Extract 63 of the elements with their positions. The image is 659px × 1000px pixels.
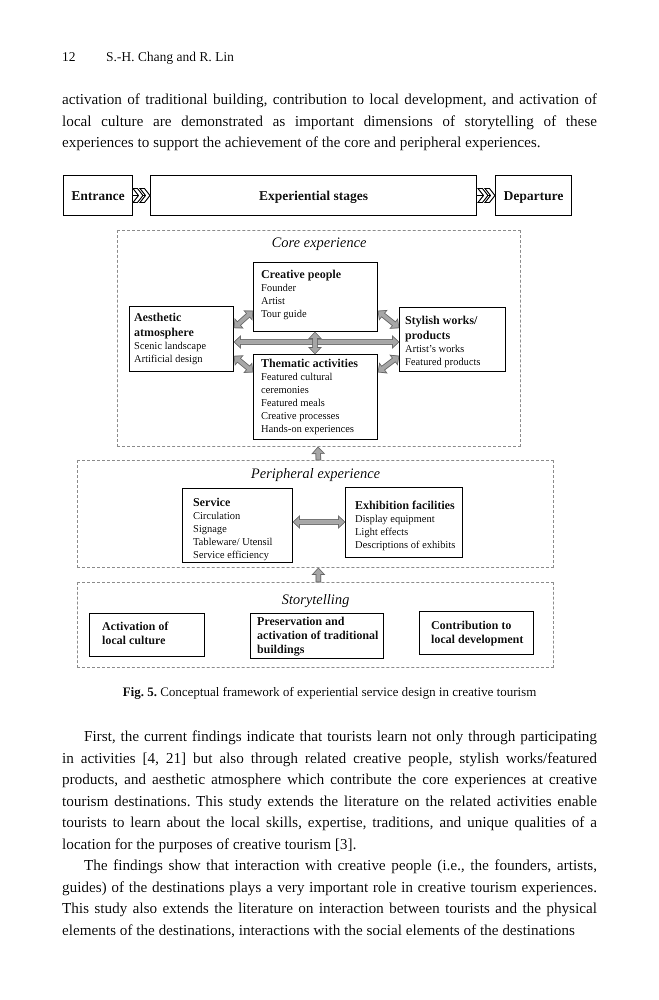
- list-item: Featured products: [405, 356, 482, 369]
- list-item: Creative processes: [261, 410, 340, 423]
- stage-box: [495, 175, 572, 216]
- box-heading: Creative people: [261, 267, 342, 282]
- box-label: Activation of local culture: [102, 619, 170, 647]
- list-item: Scenic landscape: [134, 340, 208, 353]
- stage-label: Experiential stages: [258, 187, 368, 204]
- double-arrow: [234, 310, 254, 328]
- box-heading: Stylish works/ products: [405, 313, 478, 343]
- running-head: S.-H. Chang and R. Lin: [106, 48, 234, 66]
- double-arrow: [308, 331, 322, 355]
- double-arrow: [377, 310, 400, 329]
- group-title: Peripheral experience: [250, 465, 380, 483]
- category-box: [253, 354, 378, 440]
- box-heading: Exhibition facilities: [355, 498, 456, 513]
- list-item: Tour guide: [261, 308, 308, 321]
- list-item: Featured meals: [261, 397, 326, 410]
- category-box: [399, 307, 506, 372]
- dashed-group-frame: [117, 230, 521, 447]
- list-item: Tableware/ Utensil: [193, 536, 274, 549]
- box-label: Preservation and activation of traditional buildings: [257, 614, 380, 656]
- dashed-group-frame: [77, 582, 554, 668]
- list-item: Descriptions of exhibits: [355, 539, 456, 552]
- double-arrow: [234, 355, 254, 373]
- category-box: [253, 262, 378, 332]
- list-item: Signage: [193, 523, 228, 536]
- body-paragraph: The findings show that interaction with creative people (i.e., the founders, artists, guides) of the destinations plays a very important role in creative tourism experiences. This study also extends the literature on interaction between tourists and the physical elements of the destinations, interactions with the social elements of the destinations: [62, 856, 597, 940]
- group-title: Core experience: [272, 234, 366, 252]
- figure-caption: Fig. 5. Conceptual framework of experiential service design in creative tourism: [122, 684, 538, 700]
- stage-label: Entrance: [71, 187, 125, 204]
- block-arrow: [311, 446, 326, 461]
- stage-box: [150, 175, 477, 216]
- list-item: Featured cultural ceremonies: [261, 371, 334, 397]
- double-arrow: [233, 334, 400, 350]
- list-item: Hands-on experiences: [261, 423, 356, 436]
- double-arrow: [377, 354, 400, 374]
- list-item: Artist: [261, 295, 286, 308]
- list-item: Display equipment: [355, 513, 436, 526]
- list-item: Service efficiency: [193, 549, 270, 562]
- body-paragraph: activation of traditional building, contribution to local development, and activation of local culture are demonstrated as important dimensions of storytelling of these experiences to support the achievement of the core and peripheral experiences.: [62, 90, 597, 153]
- double-arrow: [292, 514, 346, 530]
- category-box: [345, 487, 463, 558]
- list-item: Artist’s works: [405, 343, 466, 356]
- list-item: Founder: [261, 282, 297, 295]
- box-label: Contribution to local development: [431, 618, 524, 646]
- block-arrow: [311, 567, 326, 582]
- category-box: [182, 488, 293, 563]
- dashed-group-frame: [77, 460, 554, 568]
- category-box: [129, 306, 234, 372]
- category-box: [89, 613, 205, 657]
- stage-box: [63, 175, 133, 216]
- box-heading: Aesthetic atmosphere: [134, 310, 195, 340]
- box-heading: Thematic activities: [261, 356, 359, 371]
- list-item: Light effects: [355, 526, 410, 539]
- box-heading: Service: [193, 495, 232, 510]
- page-number: 12: [62, 48, 76, 66]
- list-item: Artificial design: [134, 353, 204, 366]
- category-box: [419, 611, 534, 655]
- list-item: Circulation: [193, 510, 242, 523]
- category-box: [250, 613, 384, 659]
- group-title: Storytelling: [282, 591, 350, 609]
- stage-label: Departure: [504, 187, 564, 204]
- body-paragraph: First, the current findings indicate that tourists learn not only through participating in activities [4, 21] but also through related creative people, stylish works/featured products, and aesthetic atmosphere which contribute the core experiences at creative tourism destinations. This study extends the literature on the related activities enable tourists to learn about the local skills, expertise, traditions, and unique qualities of a location for the purposes of creative tourism [3].: [62, 727, 597, 854]
